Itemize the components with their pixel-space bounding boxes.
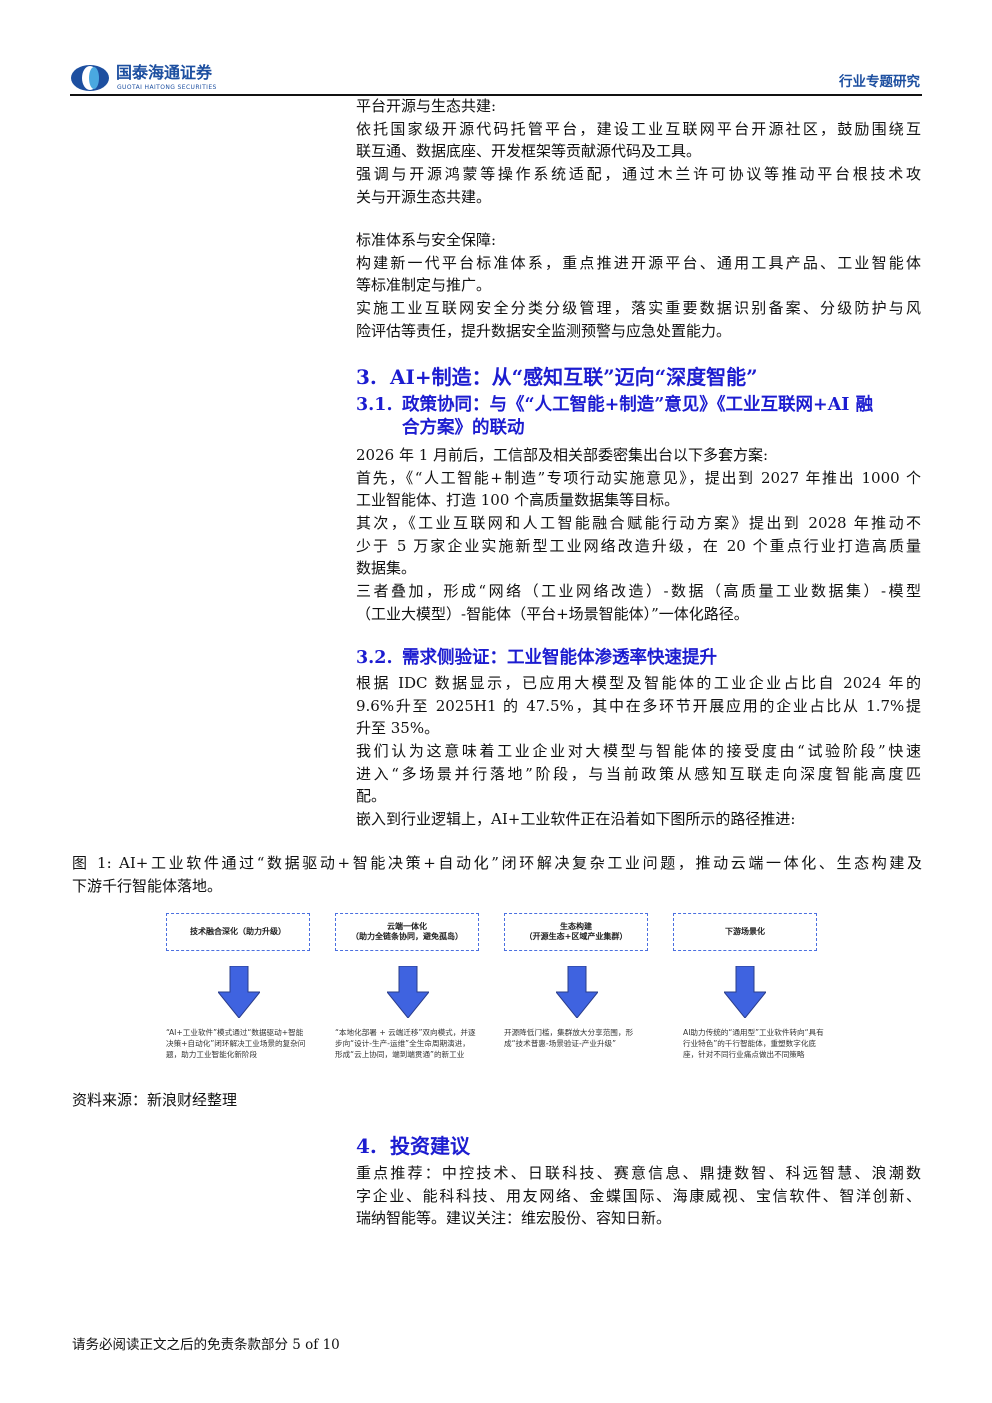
text-line: 构建新一代平台标准体系，重点推进开源平台、通用工具产品、工业智能体: [356, 253, 921, 272]
text-line: 进入“多场景并行落地”阶段，与当前政策从感知互联走向深度智能高度匹: [356, 764, 921, 783]
caption-line: 下游千行智能体落地。: [72, 876, 223, 895]
logo-mark-icon: [71, 65, 109, 91]
section-number: 3.: [356, 365, 377, 389]
report-type: 行业专题研究: [839, 74, 920, 90]
step-box: 生态构建（开源生态+区域产业集群）: [504, 913, 648, 951]
figure-source: 资料来源：新浪财经整理: [72, 1091, 238, 1109]
section-3-heading: 3. AI+制造：从“感知互联”迈向“深度智能”: [356, 366, 758, 388]
step-description: AI助力传统的“通用型”工业软件转向“具有行业特色”的千行智能体，重塑数字化底座…: [683, 1028, 824, 1059]
down-arrow-icon: [387, 966, 429, 1018]
text-line: 平台开源与生态共建:: [356, 97, 497, 115]
text-line: 关与开源生态共建。: [356, 187, 492, 206]
text-line: 我们认为这意味着工业企业对大模型与智能体的接受度由“试验阶段”快速: [356, 742, 921, 761]
text-line: 根据 IDC 数据显示，已应用大模型及智能体的工业企业占比自 2024 年的: [356, 674, 921, 692]
logo-subtext: GUOTAI HAITONG SECURITIES: [117, 84, 217, 91]
step-box: 云端一体化（助力全链条协同，避免孤岛）: [335, 913, 479, 951]
down-arrow-icon: [724, 966, 766, 1018]
step-title: 云端一体化: [387, 922, 427, 931]
text-line: 强调与开源鸿蒙等操作系统适配，通过木兰许可协议等推动平台根技术攻: [356, 165, 921, 184]
down-arrow-icon: [556, 966, 598, 1018]
text-line: 联互通、数据底座、开发框架等贡献源代码及工具。: [356, 142, 702, 161]
header-divider: [70, 94, 922, 96]
step-box: 技术融合深化（助力升级）: [166, 913, 310, 951]
step-description: “AI+工业软件”模式通过“数据驱动+智能决策+自动化”闭环解决工业场景的复杂问…: [166, 1028, 306, 1059]
section-3-2-heading: 3.2. 需求侧验证：工业智能体渗透率快速提升: [356, 648, 717, 669]
step-description: “本地化部署 + 云端迁移”双向模式，并逐步向“设计-生产-运维”全生命周期演进…: [335, 1028, 476, 1059]
step-title: 下游场景化: [725, 927, 765, 936]
paragraph-demand: 根据 IDC 数据显示，已应用大模型及智能体的工业企业占比自 2024 年的 9…: [356, 672, 921, 831]
text-line: 数据集。: [356, 559, 417, 578]
section-number: 4.: [356, 1134, 377, 1158]
step-description: 开源降低门槛，集群放大分享范围，形成“技术普惠-场景验证-产业升级”: [504, 1028, 634, 1048]
step-subtitle: （助力全链条协同，避免孤岛）: [351, 932, 463, 941]
text-line: 首先，《“人工智能+制造”专项行动实施意见》，提出到 2027 年推出 1000…: [356, 468, 921, 487]
text-line: 升至 35%。: [356, 719, 440, 738]
text-line: 工业智能体、打造 100 个高质量数据集等目标。: [356, 491, 680, 510]
footer-disclaimer: 请务必阅读正文之后的免责条款部分 5 of 10: [72, 1337, 340, 1353]
step-title: 生态构建: [560, 922, 592, 931]
text-line: 字企业、能科科技、用友网络、金蝶国际、海康威视、宝信软件、智洋创新、: [356, 1186, 921, 1205]
text-line: 实施工业互联网安全分类分级管理，落实重要数据识别备案、分级防护与风: [356, 299, 921, 318]
paragraph-standards: 标准体系与安全保障: 构建新一代平台标准体系，重点推进开源平台、通用工具产品、工…: [356, 229, 921, 342]
section-number: 3.1.: [356, 395, 393, 415]
text-line: 瑞纳智能等。建议关注：维宏股份、容知日新。: [356, 1209, 672, 1228]
text-line: 险评估等责任，提升数据安全监测预警与应急处置能力。: [356, 321, 732, 340]
paragraph-recommendations: 重点推荐：中控技术、日联科技、赛意信息、鼎捷数智、科远智慧、浪潮数 字企业、能科…: [356, 1162, 921, 1230]
paragraph-policy: 2026 年 1 月前后，工信部及相关部委密集出台以下多套方案: 首先，《“人工…: [356, 444, 921, 626]
text-line: 三者叠加，形成“网络（工业网络改造）-数据（高质量工业数据集）-模型: [356, 582, 921, 601]
section-number: 3.2.: [356, 648, 393, 668]
text-line: 依托国家级开源代码托管平台，建设工业互联网平台开源社区，鼓励围绕互: [356, 119, 921, 138]
section-title: 需求侧验证：工业智能体渗透率快速提升: [402, 648, 717, 668]
step-box: 下游场景化: [673, 913, 817, 951]
section-3-1-heading: 3.1. 政策协同：与《“人工智能+制造”意见》《工业互联网+AI 融合方案》的联…: [356, 394, 873, 440]
section-4-heading: 4. 投资建议: [356, 1135, 470, 1157]
text-line: 2026 年 1 月前后，工信部及相关部委密集出台以下多套方案:: [356, 446, 769, 464]
down-arrow-icon: [218, 966, 260, 1018]
text-line: 等标准制定与推广。: [356, 276, 492, 295]
text-line: 标准体系与安全保障:: [356, 231, 497, 249]
text-line: 嵌入到行业逻辑上，AI+工业软件正在沿着如下图所示的路径推进:: [356, 810, 796, 829]
text-line: 9.6%升至 2025H1 的 47.5%，其中在多环节开展应用的企业占比从 1…: [356, 696, 921, 715]
section-title: AI+制造：从“感知互联”迈向“深度智能”: [390, 365, 758, 389]
section-title-line: 合方案》的联动: [402, 418, 525, 438]
step-title: 技术融合深化（助力升级）: [190, 927, 286, 936]
text-line: （工业大模型）-智能体（平台+场景智能体）”一体化路径。: [356, 604, 749, 623]
section-title-line: 政策协同：与《“人工智能+制造”意见》《工业互联网+AI 融: [402, 395, 874, 415]
text-line: 少于 5 万家企业实施新型工业网络改造升级，在 20 个重点行业打造高质量: [356, 536, 921, 555]
figure-caption: 图 1: AI+工业软件通过“数据驱动+智能决策+自动化”闭环解决复杂工业问题，…: [72, 852, 922, 897]
paragraph-open-source: 平台开源与生态共建: 依托国家级开源代码托管平台，建设工业互联网平台开源社区，鼓…: [356, 95, 921, 208]
text-line: 其次，《工业互联网和人工智能融合赋能行动方案》提出到 2028 年推动不: [356, 514, 921, 533]
section-title: 投资建议: [390, 1134, 470, 1158]
text-line: 配。: [356, 787, 387, 806]
caption-line: 图 1: AI+工业软件通过“数据驱动+智能决策+自动化”闭环解决复杂工业问题，…: [72, 854, 922, 872]
logo-text: 国泰海通证券: [116, 63, 213, 82]
text-line: 重点推荐：中控技术、日联科技、赛意信息、鼎捷数智、科远智慧、浪潮数: [356, 1164, 921, 1182]
step-subtitle: （开源生态+区域产业集群）: [524, 932, 628, 941]
